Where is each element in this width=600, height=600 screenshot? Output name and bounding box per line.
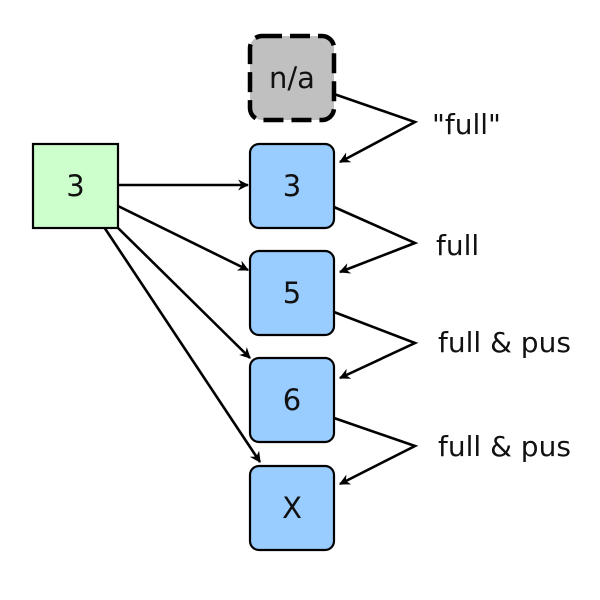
source-to-node-6-arrow (111, 221, 251, 359)
chain-arrow-3-to-5 (333, 205, 419, 274)
node-5-label: 5 (283, 276, 301, 310)
node-3: 3 (248, 142, 336, 230)
node-6: 6 (248, 356, 336, 444)
node-6-box (248, 356, 336, 444)
chain-arrow-na-to-3 (333, 92, 419, 164)
chain-label-2: full (436, 229, 479, 262)
node-x: X (248, 464, 336, 552)
node-x-box (248, 464, 336, 552)
source-node-box (31, 142, 120, 230)
chain-label-4: full & pus (438, 430, 571, 463)
chain-arrow-6-to-x (333, 416, 419, 486)
node-3-box (248, 142, 336, 230)
na-node-label: n/a (269, 61, 315, 95)
na-node-box (247, 33, 337, 123)
node-5: 5 (248, 249, 336, 337)
node-6-label: 6 (283, 383, 301, 417)
source-to-node-x-arrow (102, 226, 262, 463)
node-3-label: 3 (283, 169, 301, 203)
chain-label-1: "full" (432, 108, 501, 141)
chain-label-3: full & pus (438, 326, 571, 359)
source-to-node-5-arrow (117, 204, 249, 272)
source-node-label: 3 (66, 169, 84, 203)
na-node: n/a (247, 33, 337, 123)
node-5-box (248, 249, 336, 337)
source-node: 3 (31, 142, 120, 230)
chain-arrow-5-to-6 (333, 310, 419, 380)
node-x-label: X (282, 491, 302, 525)
